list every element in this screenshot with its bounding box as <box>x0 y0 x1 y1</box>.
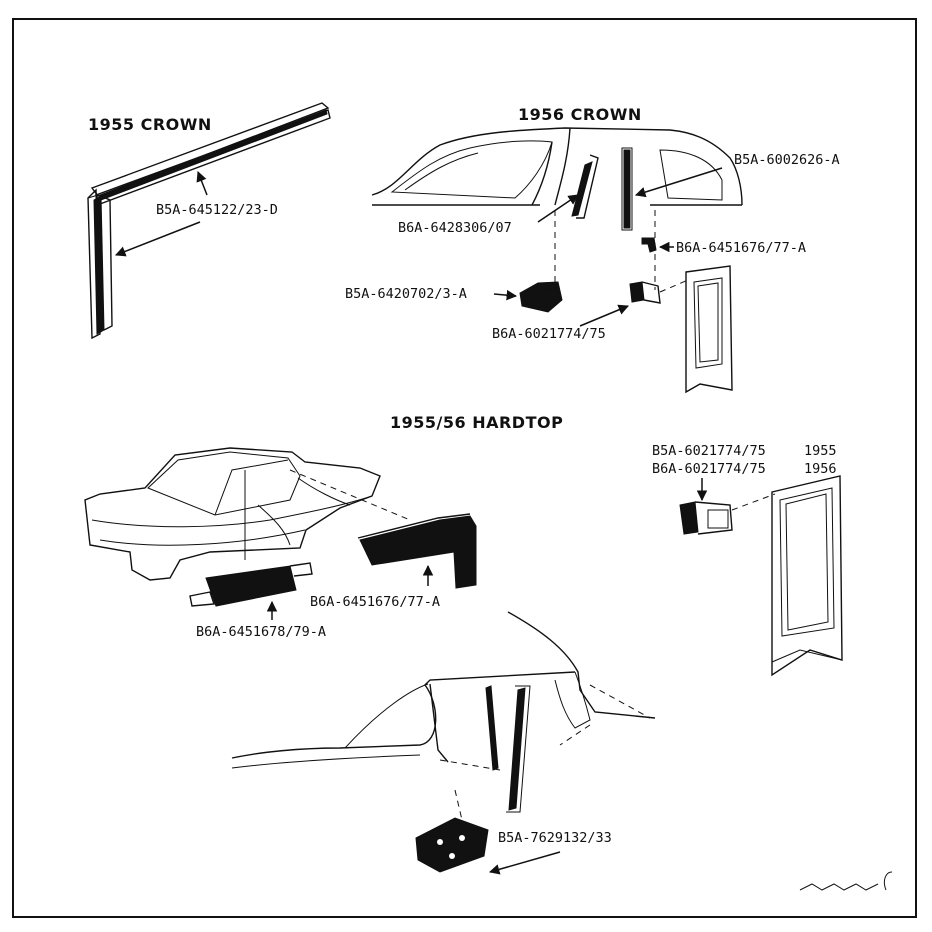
label-hardtop-corner: B6A-6451676/77-A <box>310 594 440 610</box>
hardtop-door-frame <box>771 475 843 677</box>
label-1955-molding: B5A-645122/23-D <box>156 202 278 218</box>
hardtop-pad <box>415 817 489 873</box>
door-frame-1956 <box>685 265 733 394</box>
hardtop-rail <box>189 562 313 607</box>
hardtop-car <box>84 447 411 581</box>
label-hardtop-guide-1956: B6A-6021774/75 <box>652 461 766 477</box>
heading-1956-crown: 1956 CROWN <box>518 105 642 124</box>
hardtop-guide <box>679 501 733 535</box>
label-1956-pillar: B6A-6428306/07 <box>398 220 512 236</box>
guide-1956 <box>629 281 661 304</box>
label-1956-clip: B6A-6451676/77-A <box>676 240 806 256</box>
corner-mark <box>799 871 893 891</box>
label-1956-guide: B6A-6021774/75 <box>492 326 606 342</box>
roof-hardtop <box>231 611 656 821</box>
heading-hardtop: 1955/56 HARDTOP <box>390 413 563 432</box>
label-1956-rear-seal: B5A-6002626-A <box>734 152 840 168</box>
heading-1955-crown: 1955 CROWN <box>88 115 212 134</box>
hardtop-corner <box>357 513 477 589</box>
label-hardtop-guide-1955: B5A-6021774/75 <box>652 443 766 459</box>
label-1956-bumper: B5A-6420702/3-A <box>345 286 467 302</box>
molding-1955-crown <box>87 102 331 340</box>
label-hardtop-year-1955: 1955 <box>804 443 837 459</box>
label-hardtop-pad: B5A-7629132/33 <box>498 830 612 846</box>
bumper-1956 <box>519 281 563 313</box>
label-hardtop-year-1956: 1956 <box>804 461 837 477</box>
label-hardtop-rail: B6A-6451678/79-A <box>196 624 326 640</box>
clip-1956 <box>641 237 657 253</box>
